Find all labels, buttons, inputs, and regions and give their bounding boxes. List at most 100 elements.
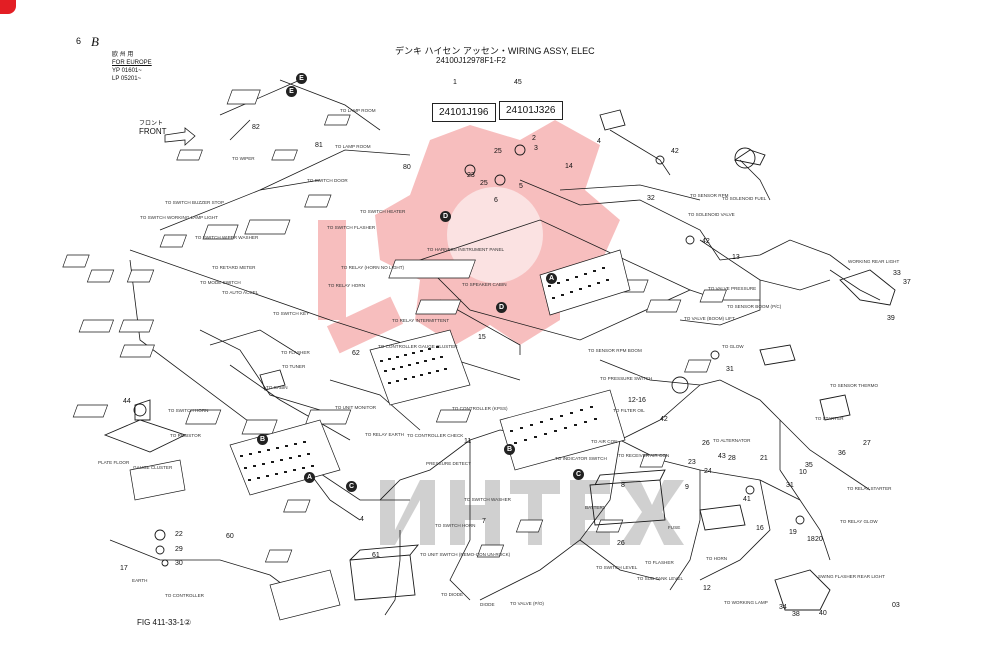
speaker-icon [599,109,626,131]
label-to-lamp-room-2: TO LAMP ROOM [335,144,371,149]
watermark-wordmark [380,480,684,545]
horn-icon [134,399,151,421]
label-to-retard-meter: TO RETARD METER [212,265,256,270]
label-working-rear-light: WORKING REAR LIGHT [848,259,900,264]
label-battery: BATTERY [585,505,606,510]
callout-8: 8 [621,482,625,489]
label-to-switch-horn-2: TO SWITCH HORN [435,523,476,528]
label-to-valve-boom-lift: TO VALVE (BOOM) LIFT [684,316,735,321]
callout-sub-45: 45 [514,79,522,86]
callout-5: 5 [519,183,523,190]
sensor-icon [733,149,766,166]
callout-23b: 23 [688,459,696,466]
label-to-switch-washer: TO SWITCH WASHER [464,497,511,502]
callout-82: 82 [252,124,260,131]
callout-15: 15 [478,334,486,341]
circle-mark-b-2: B [504,444,515,455]
label-to-flasher: TO FLASHER [281,350,310,355]
sub-assembly-box-1: 24101J196 [432,103,496,122]
label-to-controller-gauge: TO CONTROLLER GAUGE CLUSTER [378,344,458,349]
diagram-title: デンキ ハイセン アッセン・WIRING ASSY, ELEC [395,46,595,56]
callout-16: 16 [756,525,764,532]
label-to-sensor-thermo: TO SENSOR THERMO [830,383,879,388]
callout-9: 9 [685,484,689,491]
corner-badge-icon [0,0,16,14]
callout-38: 38 [792,611,800,618]
callout-22: 22 [175,531,183,538]
callout-62: 62 [352,350,360,357]
label-to-auto-accel: TO AUTO ACCEL [222,290,259,295]
clip-icon-4 [655,155,665,165]
callout-39: 39 [887,315,895,322]
callout-36: 36 [838,450,846,457]
callout-26b: 26 [617,540,625,547]
callout-80: 80 [403,164,411,171]
callout-28: 28 [728,455,736,462]
callout-41: 41 [743,496,751,503]
grommet-icon [671,376,689,394]
callout-81: 81 [315,142,323,149]
label-to-switch-flasher: TO SWITCH FLASHER [327,225,376,230]
label-plate-floor: PLATE FLOOR [98,460,130,465]
label-to-controller-kpss: TO CONTROLLER (KPSS) [452,406,508,411]
label-to-switch-horn: TO SWITCH HORN [168,408,209,413]
callout-6: 6 [494,197,498,204]
label-to-receiver-air-con: TO RECEIVER AIR CON [618,453,670,458]
label-earth: EARTH [132,578,148,583]
label-to-resistor: TO RESISTOR [170,433,201,438]
callout-30: 30 [175,560,183,567]
assembly-part-number: 24100J12978F1-F2 [436,56,506,65]
label-to-pressure-switch: TO PRESSURE SWITCH [600,376,653,381]
circle-mark-d-2: D [496,302,507,313]
label-to-controller: TO CONTROLLER [165,593,204,598]
battery-icon [589,469,666,526]
callout-3: 3 [534,145,538,152]
circle-mark-b: B [257,434,268,445]
callout-33: 33 [893,270,901,277]
callout-27: 27 [863,440,871,447]
page-letter: B [91,34,99,49]
label-to-relay-earth: TO RELAY EARTH [365,432,404,437]
floor-plate-icon [103,419,187,453]
label-to-sub-tank-level: TO SUB-TANK LEVEL [637,576,684,581]
controller-icon [349,544,420,601]
label-to-solenoid-valve: TO SOLENOID VALVE [688,212,735,217]
front-label: フロント FRONT [139,121,167,136]
callout-12-16: 12-16 [628,397,646,404]
page-number: 6 [76,36,82,46]
label-to-switch-door: TO SWITCH DOOR [307,178,348,183]
front-arrow-icon [164,127,196,146]
label-to-relay-horn: TO RELAY HORN [328,283,366,288]
sub-assembly-box-45: 24101J326 [499,101,563,120]
circle-mark-c-2: C [573,469,584,480]
label-to-flasher-2: TO FLASHER [645,560,674,565]
clip-icon-2 [514,144,526,156]
label-diode: DIODE [480,602,495,607]
fuse-pins [240,267,609,481]
bolt-icon-2 [155,545,165,555]
lamp-icon [774,569,831,611]
callout-4b: 4 [360,516,364,523]
clip-icon-7 [795,515,805,525]
label-to-horn: TO HORN [706,556,728,561]
flasher-icon [259,369,286,391]
label-to-relay-intermittent: TO RELAY INTERMITTENT [392,318,450,323]
callout-31b: 31 [786,482,794,489]
label-to-diode: TO DIODE [441,592,464,597]
callout-19: 19 [789,529,797,536]
label-to-air-con: TO AIR CON [591,439,618,444]
front-label-en: FRONT [139,127,167,136]
callout-34: 34 [779,604,787,611]
label-swing-flasher: SWING FLASHER REAR LIGHT [818,574,885,579]
serial-range-2: LP 05201~ [112,76,142,82]
callout-26: 26 [702,440,710,447]
alternator-icon [819,394,851,421]
label-to-switch-buzzer-stop: TO SWITCH BUZZER STOP [165,200,225,205]
callout-20: 20 [815,536,823,543]
label-to-sensor-rpm: TO SENSOR RPM [690,193,729,198]
figure-label: FIG 411-33-1② [137,618,192,627]
watermark-gear-icon [318,120,620,354]
callout-24: 24 [704,468,712,475]
label-to-switch-working-lamp: TO SWITCH WORKING LAMP LIGHT [140,215,218,220]
